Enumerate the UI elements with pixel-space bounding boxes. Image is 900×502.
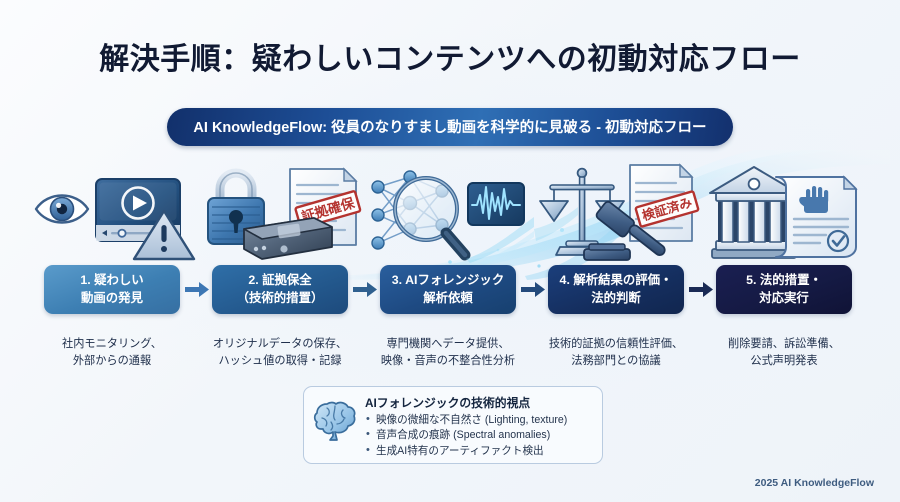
illustration-step-4: 検証済み bbox=[534, 163, 702, 265]
flow-step-1[interactable]: 1. 疑わしい 動画の発見 bbox=[44, 265, 180, 314]
flow-caption-1-line1: 社内モニタリング、 bbox=[62, 338, 162, 350]
flow-step-5-line2: 対応実行 bbox=[759, 290, 809, 305]
gavel-icon bbox=[583, 200, 666, 261]
flow-caption-1: 社内モニタリング、 外部からの通報 bbox=[27, 336, 197, 370]
hand-icon bbox=[799, 186, 829, 213]
info-box-bullets: 映像の微細な不自然さ (Lighting, texture) 音声合成の痕跡 (… bbox=[365, 412, 593, 459]
flow-step-3-label: 3. AIフォレンジック 解析依頼 bbox=[392, 272, 504, 306]
warning-triangle-icon bbox=[132, 209, 196, 261]
flow-arrow-4 bbox=[689, 282, 713, 297]
waveform-monitor-icon bbox=[467, 182, 525, 226]
flow-captions: 社内モニタリング、 外部からの通報 オリジナルデータの保存、 ハッシュ値の取得・… bbox=[30, 336, 870, 372]
info-box: AIフォレンジックの技術的視点 映像の微細な不自然さ (Lighting, te… bbox=[303, 386, 603, 464]
flow-step-4-line2: 法的判断 bbox=[591, 290, 641, 305]
info-bullet-1: 映像の微細な不自然さ (Lighting, texture) bbox=[365, 412, 593, 428]
info-box-title: AIフォレンジックの技術的視点 bbox=[365, 396, 531, 410]
flow-step-5[interactable]: 5. 法的措置・ 対応実行 bbox=[716, 265, 852, 314]
flow-step-3-line2: 解析依頼 bbox=[423, 290, 473, 305]
footer-credit: 2025 AI KnowledgeFlow bbox=[754, 477, 874, 489]
flow-step-2-line1: 2. 証拠保全 bbox=[248, 273, 312, 288]
flow-caption-5-line2: 公式声明発表 bbox=[750, 354, 818, 367]
flow-step-4[interactable]: 4. 解析結果の評価・ 法的判断 bbox=[548, 265, 684, 314]
flow-caption-1-line2: 外部からの通報 bbox=[72, 354, 152, 367]
illustration-step-3 bbox=[366, 163, 534, 265]
flow-step-3[interactable]: 3. AIフォレンジック 解析依頼 bbox=[380, 265, 516, 314]
brain-icon bbox=[313, 401, 356, 441]
illustration-step-2: 証拠確保 bbox=[198, 163, 366, 265]
flow-caption-2: オリジナルデータの保存、 ハッシュ値の取得・記録 bbox=[195, 336, 365, 370]
illustration-band: 証拠確保 bbox=[30, 163, 870, 265]
flow-steps: 1. 疑わしい 動画の発見 2. 証拠保全 （技術的措置） 3. AIフォレンジ… bbox=[30, 265, 870, 315]
illustration-step-1 bbox=[30, 163, 198, 265]
flow-step-1-line2: 動画の発見 bbox=[81, 290, 143, 305]
info-bullet-3: 生成AI特有のアーティファクト検出 bbox=[365, 443, 593, 459]
subtitle-banner: AI KnowledgeFlow: 役員のなりすまし動画を科学的に見破る - 初… bbox=[167, 108, 733, 146]
flow-step-3-line1: 3. AIフォレンジック bbox=[391, 273, 505, 288]
flow-step-4-label: 4. 解析結果の評価・ 法的判断 bbox=[560, 272, 673, 306]
legal-scroll-icon bbox=[775, 175, 858, 258]
flow-caption-2-line2: ハッシュ値の取得・記録 bbox=[218, 354, 342, 367]
illustration-step-5 bbox=[702, 163, 870, 265]
flow-step-2-line2: （技術的措置） bbox=[236, 290, 324, 305]
flow-caption-4-line2: 法務部門との協議 bbox=[571, 354, 661, 367]
check-seal-icon bbox=[826, 229, 850, 253]
flow-caption-2-line1: オリジナルデータの保存、 bbox=[212, 338, 348, 350]
brain-icon-slot bbox=[313, 394, 363, 447]
flow-caption-4-line1: 技術的証拠の信頼性評価、 bbox=[548, 338, 684, 350]
flow-caption-3-line1: 専門機関へデータ提供、 bbox=[386, 338, 510, 350]
magnifier-icon bbox=[393, 176, 471, 261]
subtitle-banner-wrap: AI KnowledgeFlow: 役員のなりすまし動画を科学的に見破る - 初… bbox=[0, 108, 900, 146]
flow-caption-5: 削除要請、訴訟準備、 公式声明発表 bbox=[699, 336, 869, 370]
flow-step-2[interactable]: 2. 証拠保全 （技術的措置） bbox=[212, 265, 348, 314]
info-box-text: AIフォレンジックの技術的視点 映像の微細な不自然さ (Lighting, te… bbox=[363, 394, 593, 459]
flow-arrow-1 bbox=[185, 282, 209, 297]
storage-drive-icon bbox=[243, 217, 333, 260]
flow-step-5-line1: 5. 法的措置・ bbox=[746, 273, 822, 288]
flow-step-4-line1: 4. 解析結果の評価・ bbox=[559, 273, 673, 288]
flow-step-1-label: 1. 疑わしい 動画の発見 bbox=[80, 272, 143, 306]
flow-step-5-label: 5. 法的措置・ 対応実行 bbox=[746, 272, 822, 306]
flow-arrow-2 bbox=[353, 282, 377, 297]
info-bullet-2: 音声合成の痕跡 (Spectral anomalies) bbox=[365, 427, 593, 443]
flow-caption-4: 技術的証拠の信頼性評価、 法務部門との協議 bbox=[531, 336, 701, 370]
flow-arrow-3 bbox=[521, 282, 545, 297]
page-title: 解決手順：疑わしいコンテンツへの初動対応フロー bbox=[99, 43, 801, 76]
flow-caption-5-line1: 削除要請、訴訟準備、 bbox=[728, 338, 840, 350]
flow-caption-3-line2: 映像・音声の不整合性分析 bbox=[380, 354, 516, 367]
flow-caption-3: 専門機関へデータ提供、 映像・音声の不整合性分析 bbox=[363, 336, 533, 370]
eye-icon bbox=[34, 194, 90, 224]
courthouse-icon bbox=[709, 166, 799, 259]
flow-step-1-line1: 1. 疑わしい bbox=[80, 273, 144, 288]
flow-step-2-label: 2. 証拠保全 （技術的措置） bbox=[237, 272, 324, 306]
verified-document-icon: 検証済み bbox=[629, 163, 700, 242]
